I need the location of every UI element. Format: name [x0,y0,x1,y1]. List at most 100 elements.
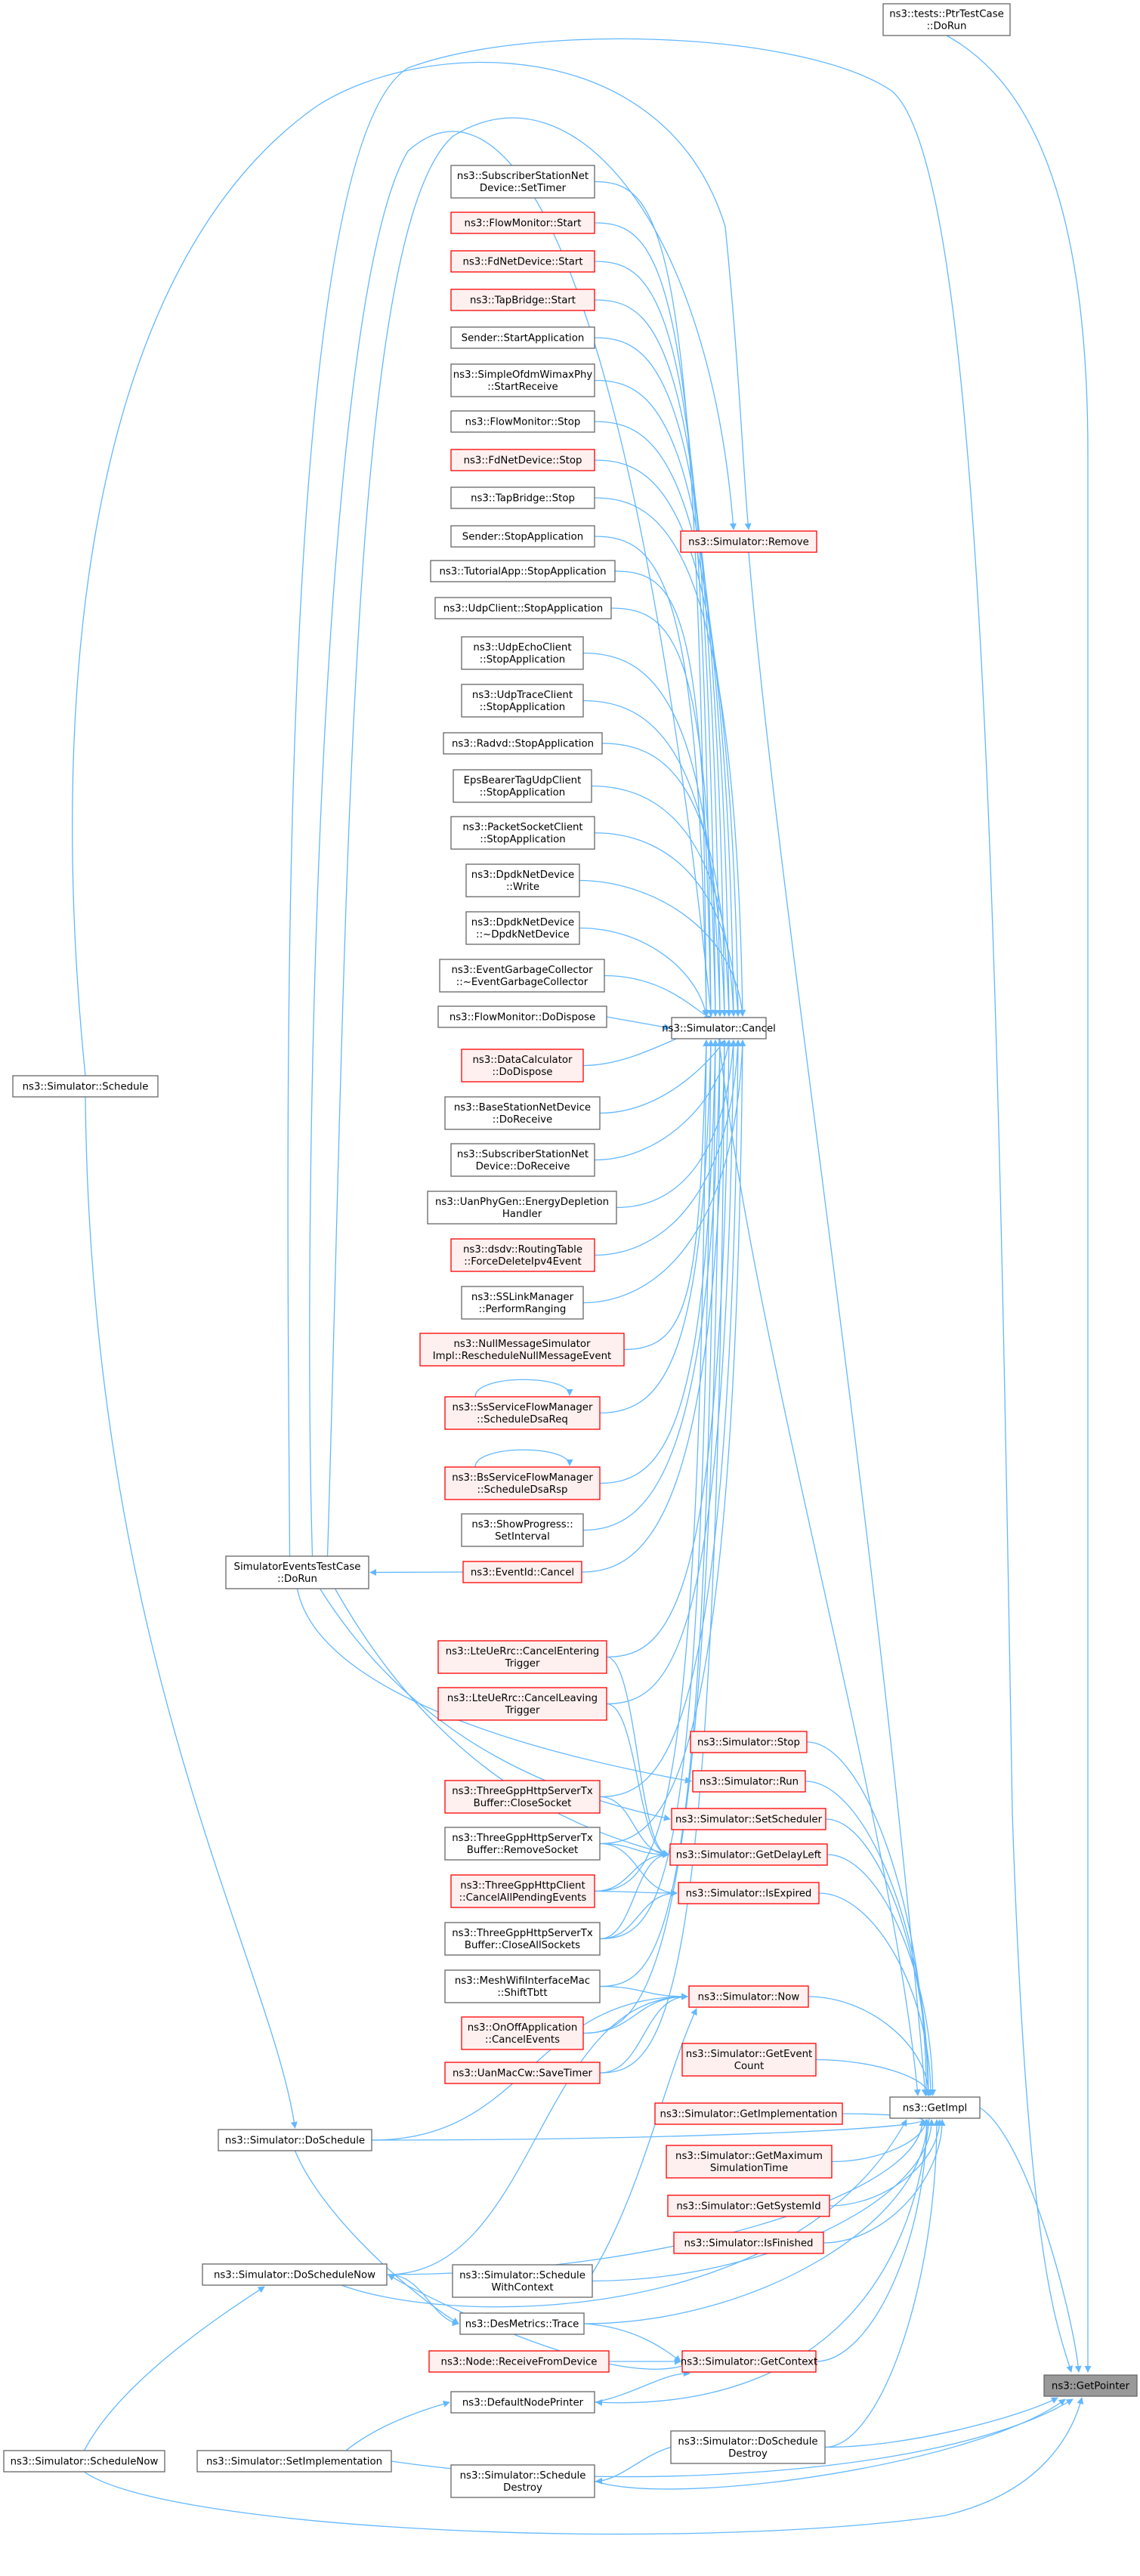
node-s3[interactable]: ns3::FdNetDevice::Start [451,251,595,272]
node-getimplem[interactable]: ns3::Simulator::GetImplementation [655,2103,842,2124]
node-getimpl[interactable]: ns3::GetImpl [890,2097,980,2118]
node-s9[interactable]: ns3::TapBridge::Stop [451,487,595,508]
node-label-line: Sender::StartApplication [462,333,585,344]
node-label-line: Buffer::CloseAllSockets [465,1940,580,1951]
node-label-line: SetInterval [495,1531,550,1543]
node-schedule[interactable]: ns3::Simulator::Schedule [13,1076,158,1097]
node-run[interactable]: ns3::Simulator::Run [693,1771,805,1792]
node-cancel[interactable]: ns3::Simulator::Cancel [662,1018,776,1039]
node-s4[interactable]: ns3::TapBridge::Start [451,289,595,310]
node-getdelay[interactable]: ns3::Simulator::GetDelayLeft [670,1844,827,1865]
node-simevents[interactable]: SimulatorEventsTestCase::DoRun [226,1556,369,1589]
node-s1[interactable]: ns3::SubscriberStationNetDevice::SetTime… [451,165,595,198]
node-s25[interactable]: ns3::UanPhyGen::EnergyDepletionHandler [428,1191,616,1224]
edge-stop-getimpl [807,1742,926,2096]
node-label-line: ns3::Simulator::GetImplementation [660,2109,838,2120]
node-dosd[interactable]: ns3::Simulator::DoScheduleDestroy [671,2431,825,2463]
node-s11[interactable]: ns3::TutorialApp::StopApplication [431,561,615,582]
node-s24[interactable]: ns3::SubscriberStationNetDevice::DoRecei… [451,1144,595,1176]
node-s14[interactable]: ns3::UdpTraceClient::StopApplication [462,684,583,717]
node-isfin[interactable]: ns3::Simulator::IsFinished [674,2232,823,2253]
node-getsys[interactable]: ns3::Simulator::GetSystemId [668,2195,830,2216]
node-s16[interactable]: EpsBearerTagUdpClient::StopApplication [453,770,592,802]
node-label-line: WithContext [491,2282,553,2293]
node-onoff[interactable]: ns3::OnOffApplication::CancelEvents [462,2017,583,2049]
edge-tg4-getdelay [600,1855,669,1939]
node-label-line: ns3::Simulator::GetEvent [686,2049,812,2060]
node-label-line: ::~DpdkNetDevice [476,929,570,941]
node-label-line: ::ForceDeleteIpv4Event [464,1256,581,1268]
node-lte2[interactable]: ns3::LteUeRrc::CancelLeavingTrigger [438,1688,607,1720]
node-defprinter[interactable]: ns3::DefaultNodePrinter [451,2392,595,2413]
node-doschedule[interactable]: ns3::Simulator::DoSchedule [218,2130,372,2151]
node-s29[interactable]: ns3::SsServiceFlowManager::ScheduleDsaRe… [445,1397,600,1429]
node-getpointer[interactable]: ns3::GetPointer [1044,2375,1137,2396]
edge-getevcount-getimpl [816,2060,929,2096]
node-label-line: ns3::Simulator::IsFinished [684,2238,814,2250]
node-label-line: Buffer::RemoveSocket [467,1845,579,1856]
node-s27[interactable]: ns3::SSLinkManager::PerformRanging [462,1286,583,1319]
node-schedctx[interactable]: ns3::Simulator::ScheduleWithContext [453,2265,592,2297]
node-recvdev[interactable]: ns3::Node::ReceiveFromDevice [429,2351,609,2372]
node-tg2[interactable]: ns3::ThreeGppHttpServerTxBuffer::RemoveS… [445,1827,600,1860]
node-label-line: ns3::Node::ReceiveFromDevice [441,2357,598,2368]
node-label-line: ns3::Radvd::StopApplication [452,739,594,750]
node-s21[interactable]: ns3::FlowMonitor::DoDispose [438,1006,607,1027]
edge-evcancel-simevents [370,1572,463,1573]
node-s2[interactable]: ns3::FlowMonitor::Start [451,212,595,233]
node-lte1[interactable]: ns3::LteUeRrc::CancelEnteringTrigger [438,1641,607,1673]
edge-isfin-getimpl [823,2120,942,2243]
node-uan[interactable]: ns3::UanMacCw::SaveTimer [445,2062,600,2083]
node-s5[interactable]: Sender::StartApplication [451,327,595,348]
edge-setimpl-defprinter [346,2402,450,2451]
node-label-line: ::StopApplication [480,654,566,666]
node-s22[interactable]: ns3::DataCalculator::DoDispose [462,1049,583,1082]
edge-ptrtest-getpointer [947,36,1088,2372]
node-s6[interactable]: ns3::SimpleOfdmWimaxPhy::StartReceive [451,364,595,397]
node-label-line: ns3::Simulator::DoScheduleNow [214,2270,375,2281]
edge-getmax-getimpl [832,2120,926,2162]
node-tg3[interactable]: ns3::ThreeGppHttpClient::CancelAllPendin… [451,1875,595,1907]
node-des[interactable]: ns3::DesMetrics::Trace [460,2313,584,2334]
node-s31[interactable]: ns3::ShowProgress::SetInterval [462,1514,583,1546]
node-label-line: Trigger [505,1705,540,1716]
edge-simevents-getpointer [288,39,1071,2372]
node-s15[interactable]: ns3::Radvd::StopApplication [443,733,602,754]
node-evcancel[interactable]: ns3::EventId::Cancel [463,1561,582,1583]
node-s7[interactable]: ns3::FlowMonitor::Stop [451,411,595,432]
node-s23[interactable]: ns3::BaseStationNetDevice::DoReceive [445,1097,600,1129]
node-getctx[interactable]: ns3::Simulator::GetContext [681,2351,817,2372]
edge-cancel-getimpl [719,1039,919,2096]
node-s28[interactable]: ns3::NullMessageSimulatorImpl::Reschedul… [420,1333,624,1366]
node-now[interactable]: ns3::Simulator::Now [689,1986,808,2007]
node-isexpired[interactable]: ns3::Simulator::IsExpired [678,1883,819,1904]
node-s19[interactable]: ns3::DpdkNetDevice::~DpdkNetDevice [466,912,579,944]
node-s18[interactable]: ns3::DpdkNetDevice::Write [466,864,579,897]
node-setimpl[interactable]: ns3::Simulator::SetImplementation [197,2451,391,2472]
node-label-line: ::ScheduleDsaReq [477,1414,568,1425]
node-doschednow[interactable]: ns3::Simulator::DoScheduleNow [202,2264,387,2285]
node-schd[interactable]: ns3::Simulator::ScheduleDestroy [451,2465,595,2497]
node-mesh[interactable]: ns3::MeshWifiInterfaceMac::ShiftTbtt [445,1970,600,2003]
node-schednow[interactable]: ns3::Simulator::ScheduleNow [4,2451,165,2472]
node-s13[interactable]: ns3::UdpEchoClient::StopApplication [462,637,583,669]
node-s12[interactable]: ns3::UdpClient::StopApplication [435,598,611,619]
node-s17[interactable]: ns3::PacketSocketClient::StopApplication [451,817,595,849]
edge-s20-cancel [604,976,711,1017]
edge-s25-cancel [616,1040,734,1208]
node-s10[interactable]: Sender::StopApplication [451,526,595,547]
node-s26[interactable]: ns3::dsdv::RoutingTable::ForceDeleteIpv4… [451,1239,595,1271]
node-setsched[interactable]: ns3::Simulator::SetScheduler [672,1808,826,1830]
edge-schednow-doschednow [85,2287,265,2451]
node-tg4[interactable]: ns3::ThreeGppHttpServerTxBuffer::CloseAl… [445,1923,600,1955]
node-getevcount[interactable]: ns3::Simulator::GetEventCount [682,2043,816,2076]
node-s30[interactable]: ns3::BsServiceFlowManager::ScheduleDsaRs… [445,1467,600,1500]
node-tg1[interactable]: ns3::ThreeGppHttpServerTxBuffer::CloseSo… [445,1781,600,1813]
node-s8[interactable]: ns3::FdNetDevice::Stop [451,449,595,471]
node-s20[interactable]: ns3::EventGarbageCollector::~EventGarbag… [440,959,604,992]
node-getmax[interactable]: ns3::Simulator::GetMaximumSimulationTime [666,2145,832,2178]
node-remove[interactable]: ns3::Simulator::Remove [681,531,817,552]
node-label-line: Device::DoReceive [476,1161,570,1172]
node-stop[interactable]: ns3::Simulator::Stop [690,1731,807,1753]
node-ptrtest[interactable]: ns3::tests::PtrTestCase::DoRun [883,4,1010,36]
